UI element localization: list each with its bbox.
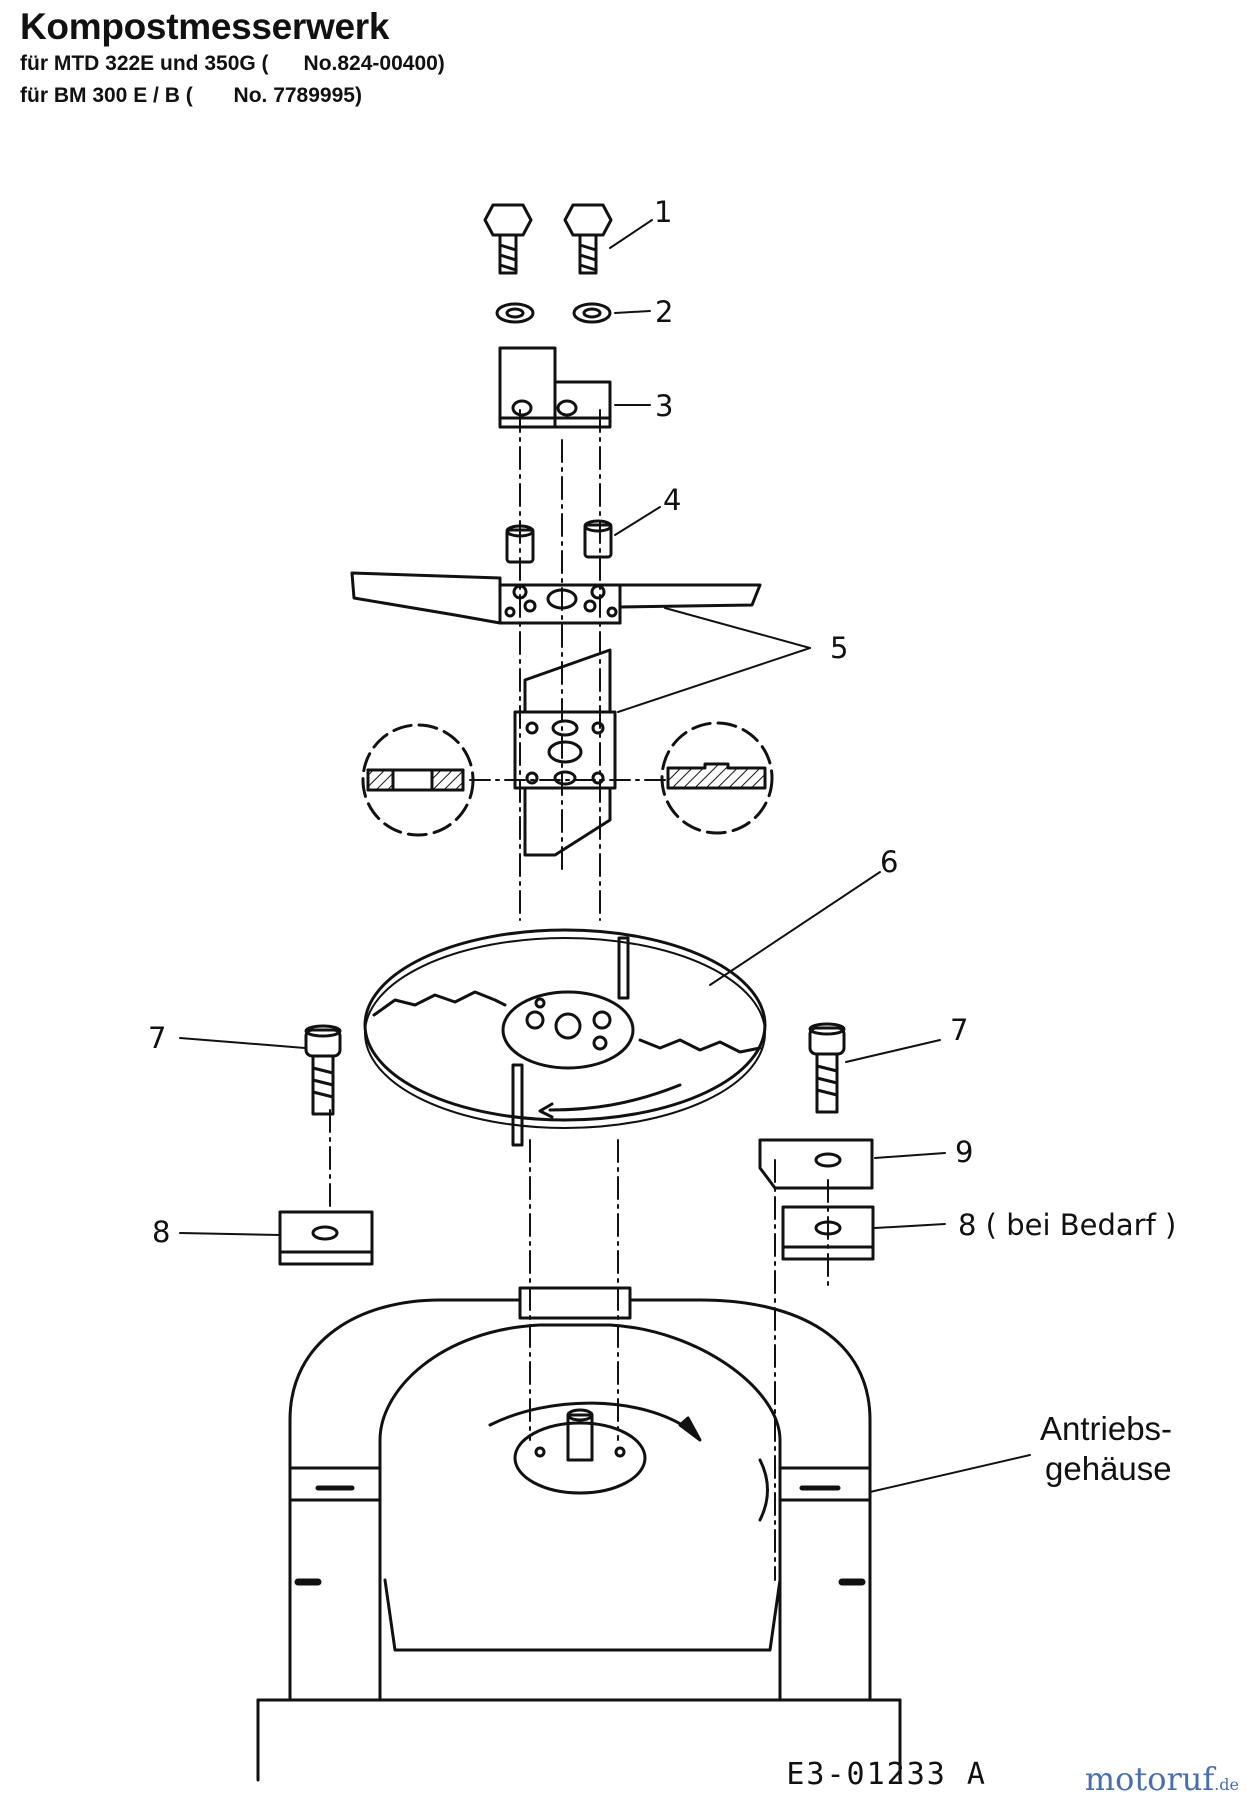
shim-part-8-left <box>278 1210 374 1266</box>
brand-name: motoruf <box>1084 1760 1215 1798</box>
bolt-part-1 <box>483 203 613 275</box>
housing-label-line-2: gehäuse <box>1045 1450 1172 1487</box>
callout-7-right: 7 <box>950 1013 968 1047</box>
callout-8-left: 8 <box>152 1215 170 1249</box>
spacer-part-4 <box>505 519 613 564</box>
cap-screw-part-7-left <box>304 1024 342 1116</box>
brand-watermark: motoruf.de <box>1085 1760 1239 1798</box>
callout-2: 2 <box>655 295 673 329</box>
washer-part-2 <box>495 302 612 324</box>
model-line-2: für BM 300 E / B ( No. 7789995) <box>20 84 362 107</box>
clamp-plate-part-3 <box>498 346 612 429</box>
brand-tld: .de <box>1214 1775 1239 1794</box>
callout-1: 1 <box>654 195 672 229</box>
drawing-code: E3-01233 A <box>786 1757 987 1792</box>
section-detail-right <box>660 721 774 835</box>
callout-6: 6 <box>880 845 898 879</box>
shim-part-8-right <box>781 1205 875 1261</box>
cutting-disc-part-6 <box>363 928 767 1147</box>
callout-5: 5 <box>830 631 848 665</box>
callout-4: 4 <box>663 483 681 517</box>
section-detail-left <box>361 723 475 837</box>
upper-blade-part-5 <box>350 571 762 625</box>
diagram-title: Kompostmesserwerk <box>20 6 390 47</box>
housing-label-line-1: Antriebs- <box>1040 1410 1172 1447</box>
model-line-1: für MTD 322E und 350G ( No.824-00400) <box>20 52 445 75</box>
callout-7-left: 7 <box>148 1021 166 1055</box>
callout-3: 3 <box>655 389 673 423</box>
drive-housing <box>256 1286 902 1782</box>
plate-part-9 <box>758 1138 874 1190</box>
lower-blade-part-5 <box>513 648 617 857</box>
callout-9: 9 <box>955 1135 973 1169</box>
cap-screw-part-7-right <box>808 1022 846 1114</box>
callout-8-right: 8 ( bei Bedarf ) <box>958 1208 1176 1242</box>
